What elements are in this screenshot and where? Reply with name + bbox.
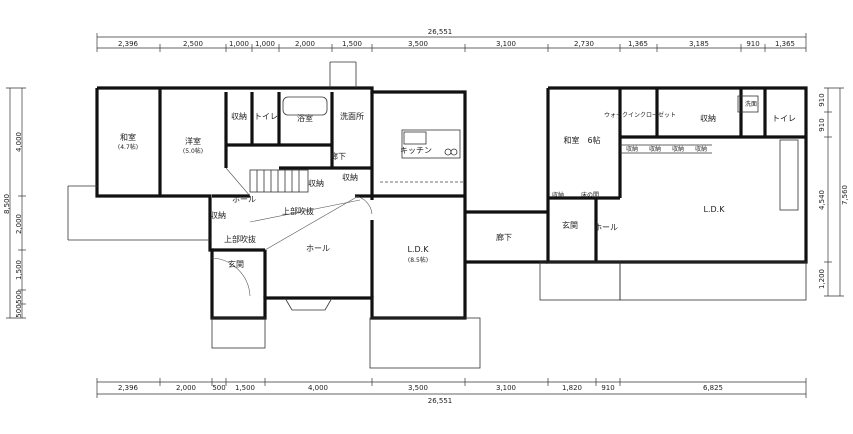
- room-roka-1: 廊下: [330, 151, 346, 161]
- corridor-bridge: [465, 210, 548, 264]
- right-dim-4: 1,200: [818, 269, 826, 289]
- left-dim-4: 500: [15, 290, 23, 303]
- kitchen-counter: [380, 129, 465, 183]
- room-washroom: 洗面: [745, 100, 757, 108]
- top-dim-11: 3,185: [689, 40, 709, 48]
- room-ldk-2: L.D.K: [704, 205, 726, 214]
- room-genkan-2: 玄関: [562, 220, 578, 230]
- bottom-total-dim: 26,551: [428, 397, 453, 405]
- bottom-dim-7: 3,100: [496, 384, 516, 392]
- bottom-dim-2: 2,000: [176, 384, 196, 392]
- room-shuno-3: 収納: [342, 172, 358, 182]
- room-toilet-2: トイレ: [772, 114, 796, 123]
- room-washitsu: 和室: [120, 132, 136, 142]
- room-toilet-1: トイレ: [254, 112, 278, 121]
- room-yokushitsu: 浴室: [297, 113, 313, 123]
- right-dimension-group: 7,560 910 910 4,540 1,200: [818, 87, 849, 297]
- room-hall-2: ホール: [306, 244, 330, 253]
- bottom-dim-3: 500: [212, 384, 225, 392]
- top-dim-1: 2,396: [118, 40, 139, 48]
- top-dim-12: 910: [746, 40, 759, 48]
- room-walkin-closet: ウォークインクローゼット: [604, 111, 676, 119]
- room-yoshitsu: 洋室: [185, 136, 201, 146]
- room-hall-1: ホール: [232, 195, 256, 204]
- left-total-dim: 8,500: [3, 194, 11, 214]
- bottom-dim-6: 3,500: [408, 384, 428, 392]
- top-dimension-group: 26,551 2,396 2,500 1,000 1,000 2,000 1,5…: [96, 28, 807, 52]
- top-dim-2: 2,500: [183, 40, 203, 48]
- bottom-dim-10: 6,825: [703, 384, 723, 392]
- bottom-dim-4: 1,500: [235, 384, 255, 392]
- right-total-dim: 7,560: [841, 185, 849, 205]
- room-shuno-4: 収納: [210, 210, 226, 220]
- room-tokonoma: 床の間: [581, 191, 599, 199]
- bottom-dimension-group: 26,551 2,396 2,000 500 1,500 4,000 3,500…: [96, 378, 807, 405]
- room-roka-2: 廊下: [496, 232, 512, 242]
- right-building-walls: [539, 86, 808, 301]
- top-dim-10: 1,365: [628, 40, 648, 48]
- left-dimension-group: 8,500 4,000 2,000 1,500 500 500: [3, 87, 26, 319]
- left-dim-3: 1,500: [15, 260, 23, 280]
- top-total-dim: 26,551: [428, 28, 453, 36]
- bottom-dim-1: 2,396: [118, 384, 139, 392]
- room-shuno-row-3: 収納: [672, 145, 684, 153]
- room-jobu-fukinuke-2: 上部吹抜: [224, 234, 256, 244]
- room-shuno-6: 収納: [552, 191, 564, 199]
- room-hall-3: ホール: [594, 223, 618, 232]
- left-dim-1: 4,000: [15, 132, 23, 152]
- top-dim-8: 3,100: [496, 40, 516, 48]
- room-shuno-row-4: 収納: [695, 145, 707, 153]
- room-genkan-1: 玄関: [228, 259, 244, 269]
- top-dim-5: 2,000: [295, 40, 315, 48]
- staircase: [249, 169, 309, 193]
- top-dim-4: 1,000: [255, 40, 275, 48]
- top-dim-13: 1,365: [775, 40, 795, 48]
- room-shuno-row-1: 収納: [626, 145, 638, 153]
- room-jobu-fukinuke-1: 上部吹抜: [282, 206, 314, 216]
- right-dim-3: 4,540: [818, 190, 826, 210]
- bathtub: [282, 96, 328, 116]
- bottom-dim-8: 1,820: [562, 384, 582, 392]
- left-building-walls: [95, 61, 467, 320]
- room-washitsu-2: 和室 6帖: [563, 135, 600, 145]
- top-dim-7: 3,500: [408, 40, 428, 48]
- room-washitsu-size: (4.7帖): [118, 143, 138, 151]
- room-shuno-row-2: 収納: [649, 145, 661, 153]
- room-ldk-1: L.D.K: [408, 245, 430, 254]
- room-shuno-2: 収納: [308, 178, 324, 188]
- left-dim-5: 500: [15, 304, 23, 317]
- bay-window: [284, 297, 333, 311]
- room-yoshitsu-size: (5.0帖): [183, 147, 203, 155]
- right-dim-1: 910: [818, 93, 826, 106]
- top-dim-6: 1,500: [342, 40, 362, 48]
- door-swings: [211, 167, 373, 297]
- bottom-dim-5: 4,000: [308, 384, 328, 392]
- top-dim-3: 1,000: [229, 40, 249, 48]
- room-kitchen: キッチン: [400, 146, 432, 155]
- right-dim-2: 910: [818, 118, 826, 131]
- left-dim-2: 2,000: [15, 214, 23, 234]
- bottom-dim-9: 910: [601, 384, 614, 392]
- room-ldk-1-size: (8.5帖): [408, 256, 428, 264]
- top-dim-9: 2,730: [574, 40, 594, 48]
- room-shuno-1: 収納: [231, 111, 247, 121]
- room-shuno-5: 収納: [700, 113, 716, 123]
- room-senmenjo: 洗面所: [340, 111, 364, 121]
- entry-porch: [67, 185, 481, 369]
